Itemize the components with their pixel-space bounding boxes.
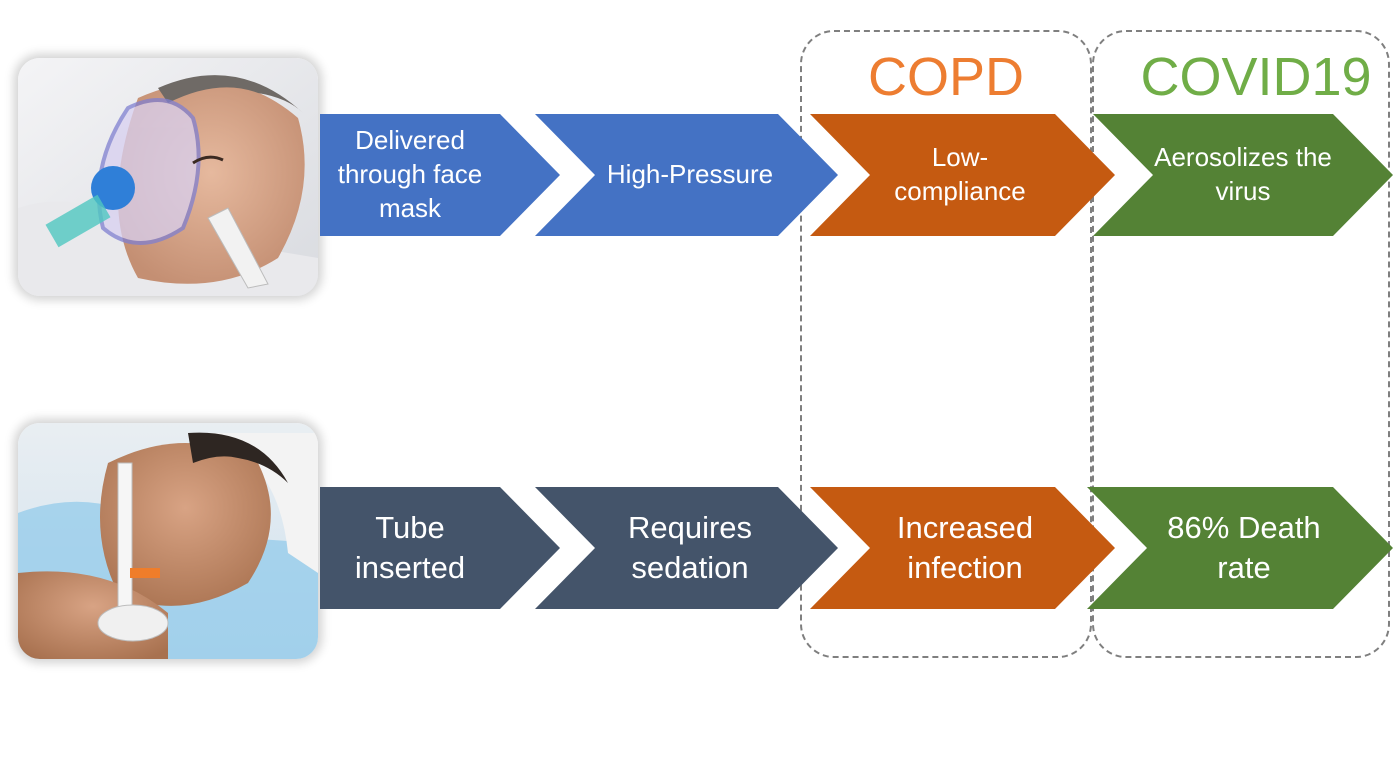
step-label: Low-compliance bbox=[894, 142, 1026, 206]
step-label: Tube inserted bbox=[354, 509, 466, 585]
step-label: Aerosolizes the virus bbox=[1154, 142, 1332, 206]
step-tube-inserted: Tube inserted bbox=[320, 487, 600, 609]
step-label: Requires sedation bbox=[627, 509, 753, 585]
covid19-column-title: COVID19 bbox=[1140, 47, 1372, 107]
step-label: 86% Death rate bbox=[1167, 509, 1321, 585]
step-increased-infection: Increased infection bbox=[810, 487, 1115, 609]
copd-column-title: COPD bbox=[867, 47, 1024, 107]
step-aerosolizes-the-virus: Aerosolizes the virus bbox=[1093, 114, 1393, 236]
step-label: Increased infection bbox=[896, 509, 1034, 585]
patient-face-mask-photo bbox=[18, 58, 318, 296]
step-86-death-rate: 86% Death rate bbox=[1087, 487, 1393, 609]
step-delivered-through-face-mask: Delivered through face mask bbox=[320, 114, 600, 236]
step-requires-sedation: Requires sedation bbox=[535, 487, 838, 609]
step-low-compliance: Low-compliance bbox=[810, 114, 1115, 236]
copd-column-frame bbox=[800, 30, 1092, 658]
covid19-column-frame bbox=[1092, 30, 1390, 658]
patient-intubated-photo bbox=[18, 423, 318, 659]
step-label: High-Pressure bbox=[606, 159, 774, 190]
step-label: Delivered through face mask bbox=[337, 125, 483, 223]
step-high-pressure: High-Pressure bbox=[535, 114, 838, 236]
